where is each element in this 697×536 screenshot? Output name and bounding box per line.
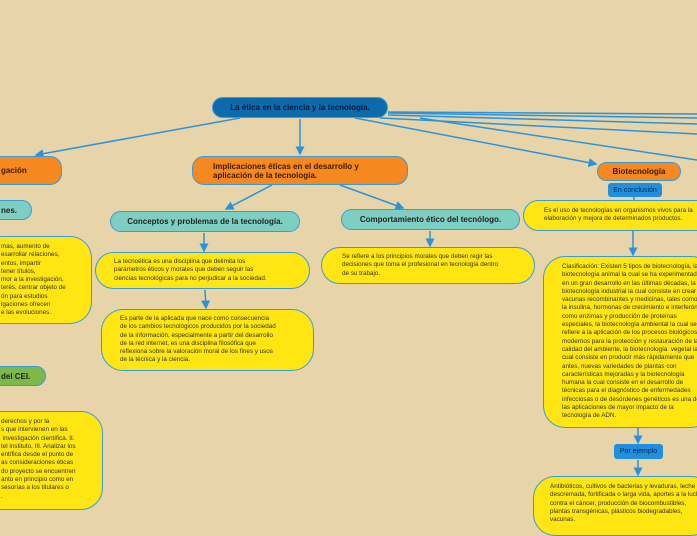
root-topic[interactable]: La ética en la ciencia y la tecnología.: [212, 97, 388, 118]
left-branch-topic[interactable]: gación: [0, 156, 62, 185]
biotech-classification[interactable]: Clasificación: Existen 5 tipos de biotec…: [543, 256, 697, 428]
biotech-examples[interactable]: Antibióticos, cultivos de bacterias y le…: [533, 476, 697, 536]
connector-lines: [34, 111, 697, 477]
behavior-text[interactable]: Se refiere a los principios morales que …: [321, 247, 535, 284]
biotech-definition[interactable]: Es el uso de tecnologías en organismos v…: [523, 200, 697, 231]
behavior-topic[interactable]: Comportamiento ético del tecnólogo.: [341, 209, 520, 230]
conclusion-label[interactable]: En conclusión: [608, 183, 662, 197]
example-label[interactable]: Por ejemplo: [614, 444, 663, 459]
technoethics-text[interactable]: La tecnoética es una disciplina que deli…: [95, 252, 310, 289]
cei-topic[interactable]: del CEI.: [0, 366, 46, 386]
cei-text[interactable]: derechos y por la s que intervienen en l…: [0, 411, 103, 510]
applied-ethics-text[interactable]: Es parte de la aplicada que nace como co…: [101, 309, 314, 371]
biotech-topic[interactable]: Biotecnología: [597, 162, 681, 181]
implications-topic[interactable]: Implicaciones éticas en el desarrollo y …: [192, 156, 408, 185]
concepts-topic[interactable]: Conceptos y problemas de la tecnología.: [110, 211, 300, 232]
left-subtopic[interactable]: nes.: [0, 200, 32, 220]
left-subtopic-text[interactable]: mas, aumento de esarrollar relaciones, e…: [0, 236, 92, 324]
